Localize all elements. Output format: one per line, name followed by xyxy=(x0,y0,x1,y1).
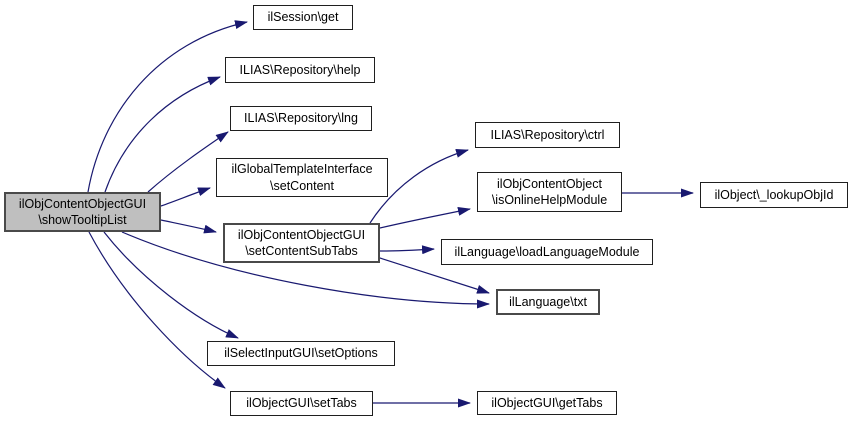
edge-setcontentsubtabs-to-isonlinehelpmodule xyxy=(379,206,471,229)
edge-showtooltiplist-to-setoptions xyxy=(103,231,239,339)
node-isonlinehelpmodule[interactable]: ilObjContentObject \isOnlineHelpModule xyxy=(477,172,622,212)
node-lookupobjid[interactable]: ilObject\_lookupObjId xyxy=(700,182,848,208)
edge-showtooltiplist-to-txt xyxy=(121,231,490,309)
node-gettabs[interactable]: ilObjectGUI\getTabs xyxy=(477,391,617,415)
edge-showtooltiplist-to-setcontent xyxy=(160,187,211,207)
edge-setcontentsubtabs-to-loadlanguagemodule xyxy=(379,245,435,255)
node-setcontentsubtabs[interactable]: ilObjContentObjectGUI \setContentSubTabs xyxy=(223,223,380,263)
node-repository-ctrl[interactable]: ILIAS\Repository\ctrl xyxy=(475,122,620,148)
node-setoptions[interactable]: ilSelectInputGUI\setOptions xyxy=(207,341,395,366)
node-settabs[interactable]: ilObjectGUI\setTabs xyxy=(230,391,373,416)
edge-setcontentsubtabs-to-txt xyxy=(379,257,490,294)
node-loadlanguagemodule[interactable]: ilLanguage\loadLanguageModule xyxy=(441,239,653,265)
edge-setcontentsubtabs-to-repository-ctrl xyxy=(369,149,469,224)
edge-showtooltiplist-to-repository-help xyxy=(104,76,221,193)
node-repository-lng[interactable]: ILIAS\Repository\lng xyxy=(230,106,372,131)
node-repository-help[interactable]: ILIAS\Repository\help xyxy=(225,57,375,83)
node-txt[interactable]: ilLanguage\txt xyxy=(496,289,600,315)
edge-showtooltiplist-to-settabs xyxy=(88,231,226,389)
edge-showtooltiplist-to-repository-lng xyxy=(147,131,229,193)
node-showtooltiplist: ilObjContentObjectGUI \showTooltipList xyxy=(4,192,161,232)
node-setcontent[interactable]: ilGlobalTemplateInterface \setContent xyxy=(216,158,388,197)
edge-showtooltiplist-to-ilsession-get xyxy=(87,20,248,193)
node-ilsession-get[interactable]: ilSession\get xyxy=(253,5,353,30)
edge-showtooltiplist-to-setcontentsubtabs xyxy=(160,219,217,234)
